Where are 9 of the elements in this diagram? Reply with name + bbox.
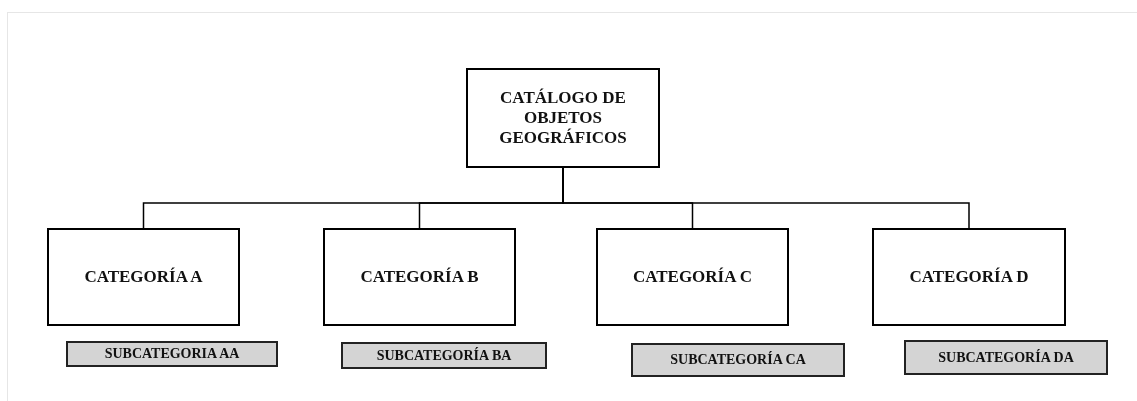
root-box: CATÁLOGO DE OBJETOS GEOGRÁFICOS	[466, 68, 660, 168]
category-box: CATEGORÍA A	[47, 228, 240, 326]
subcategory-box: SUBCATEGORIA AA	[66, 341, 278, 367]
category-box: CATEGORÍA D	[872, 228, 1066, 326]
subcategory-box: SUBCATEGORÍA CA	[631, 343, 845, 377]
category-box: CATEGORÍA C	[596, 228, 789, 326]
subcategory-box: SUBCATEGORÍA BA	[341, 342, 547, 369]
subcategory-box: SUBCATEGORÍA DA	[904, 340, 1108, 375]
category-box: CATEGORÍA B	[323, 228, 516, 326]
